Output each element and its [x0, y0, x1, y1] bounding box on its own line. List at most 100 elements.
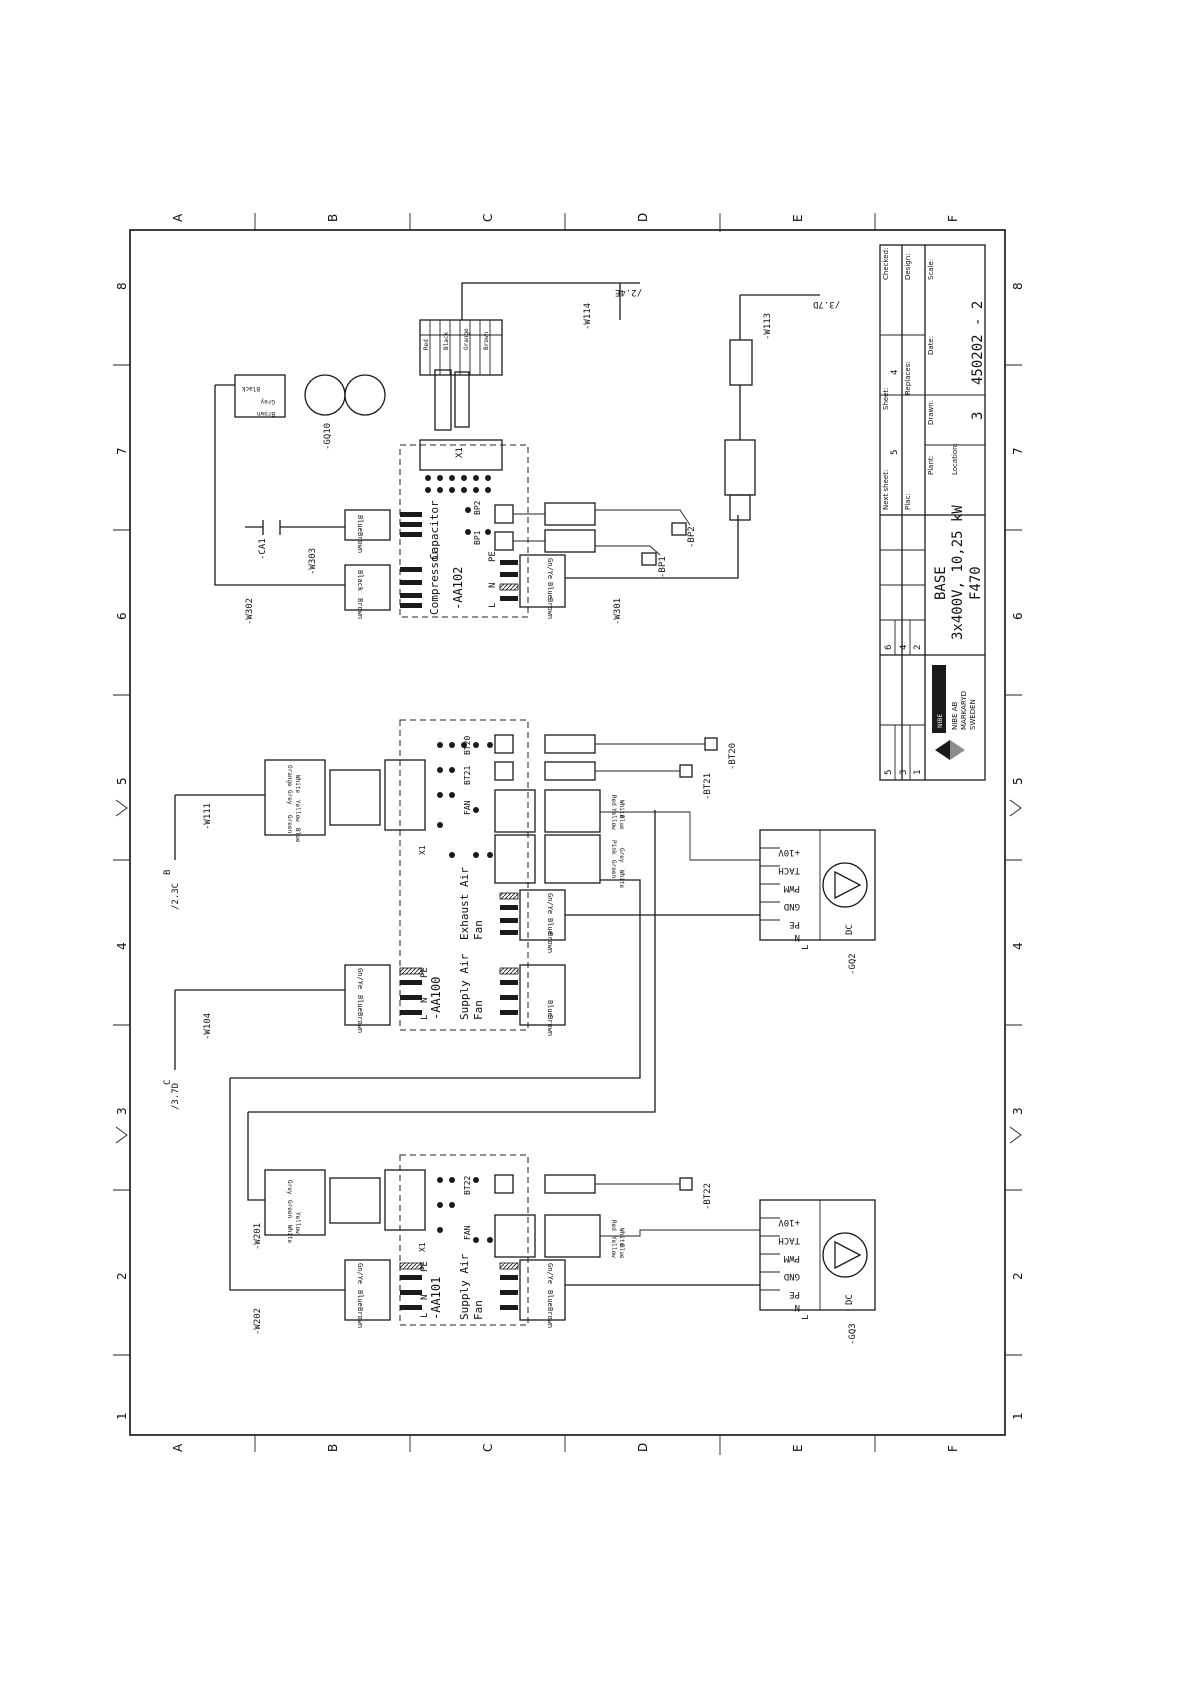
title-block: Checked: Design: Scale: Sheet: Replaces:… [879, 244, 986, 781]
tb-date-label: Date: [927, 336, 935, 355]
aa100-exhaust: Exhaust Air [458, 867, 471, 940]
aa101-fan: FAN [463, 1225, 472, 1240]
aa101-l: L [420, 1313, 430, 1318]
bt20-label: -BT20 [728, 743, 738, 770]
tb-checked-label: Checked: [882, 248, 890, 280]
gq3-pe: PE [789, 1289, 800, 1299]
wire-green-fan1: Green [610, 860, 617, 878]
row-num-6-right: 6 [1011, 612, 1025, 620]
tb-doc-no: 450202 - 2 [970, 301, 986, 385]
wire-green-w201: Green [286, 1200, 293, 1218]
aa101-bt22: BT22 [463, 1176, 472, 1195]
tb-location-label: Location: [951, 443, 959, 475]
gq3-pwm: PWM [783, 1253, 800, 1263]
row-num-7-right: 7 [1011, 447, 1025, 455]
wire-blue-supply: Blue [546, 1000, 554, 1017]
col-letter-a-bottom: A [171, 1443, 185, 1452]
wire-blue-fan3: Blue [618, 1244, 625, 1259]
ref-3-7d: /3.7D [171, 1083, 181, 1110]
aa102-id: -AA102 [451, 567, 465, 610]
gq3-dc: DC [845, 1294, 855, 1305]
svg-text:NIBE: NIBE [937, 714, 944, 728]
wire-white-w201: White [286, 1225, 293, 1243]
row-num-2-right: 2 [1011, 1272, 1025, 1280]
row-num-4-right: 4 [1011, 942, 1025, 950]
col-letter-e-top: E [791, 214, 805, 222]
row-num-8-left: 8 [115, 282, 129, 290]
wire-black-gq10: Black [242, 385, 260, 392]
tb-company: NIBE AB [951, 701, 959, 730]
tb-sheet: 4 [890, 370, 900, 375]
col-letter-f-top: F [946, 215, 960, 222]
gq2-n: N [795, 932, 800, 942]
aa102-pe: PE [488, 551, 498, 562]
tb-scale-label: Scale: [927, 259, 935, 280]
cable-w303: -W303 [308, 548, 318, 575]
wire-grey-w111: Grey [286, 790, 293, 805]
gq3-plus10v: +10V [778, 1217, 800, 1227]
aa101-x1: X1 [418, 1242, 427, 1252]
ca1-label: -CA1 [258, 538, 268, 560]
aa101-pe: PE [420, 1261, 430, 1272]
aa101-supply: Supply Air [458, 1253, 471, 1320]
gq2-pe: PE [789, 919, 800, 929]
cable-w201: -W201 [253, 1223, 263, 1250]
wire-brown-gq10: Brown [257, 410, 275, 417]
aa102-section: X1 Red Black Orange Brown -W114 /2.4E [214, 282, 840, 625]
wire-white-fan3: White [618, 1228, 625, 1246]
gq2-plus10v: +10V [778, 847, 800, 857]
tb-title3: F470 [968, 566, 984, 600]
wire-white-fan1: White [618, 800, 625, 818]
aa100-fan-supply: Fan [472, 1000, 485, 1020]
aa102-n: N [488, 583, 498, 588]
wire-grey-w201: Grey [286, 1180, 293, 1195]
aa100-bt20: BT20 [463, 736, 472, 755]
nibe-logo: NIBE [932, 665, 965, 760]
gq3-n: N [795, 1302, 800, 1312]
aa100-id: -AA100 [429, 977, 443, 1020]
aa100-bt21: BT21 [463, 766, 472, 785]
gq3-gnd: GND [784, 1271, 800, 1281]
ref-3-7d-c: C [163, 1080, 173, 1085]
tb-rev-col-4: 3 [899, 770, 909, 775]
aa100-section: X1 Orange White Grey Yellow Green Blue B… [163, 719, 876, 1113]
aa101-n: N [420, 1295, 430, 1300]
col-letter-c-top: C [481, 214, 495, 222]
aa100-fan: FAN [463, 800, 472, 815]
tb-rev-col-3: 5 [884, 770, 894, 775]
wire-red-x1: Red [423, 339, 430, 350]
wire-gnye-aa101: Gn/Ye [356, 1263, 364, 1284]
wire-red-fan3: Red [610, 1220, 617, 1231]
aa100-pe: PE [420, 967, 430, 978]
tb-city: MARKARYD [960, 691, 968, 730]
cable-w202: -W202 [253, 1308, 263, 1335]
gq10-label: -GQ10 [323, 423, 333, 450]
wire-green-w111: Green [286, 815, 293, 833]
row-num-1-right: 1 [1011, 1412, 1025, 1420]
row-num-6-left: 6 [115, 612, 129, 620]
ref-3-7d-top: /3.7D [813, 299, 840, 309]
tb-sheet-label: Sheet: [882, 387, 890, 410]
gq2-label: -GQ2 [848, 953, 858, 975]
tb-next-sheet: 5 [890, 450, 900, 455]
wire-blue-fan1: Blue [618, 815, 625, 830]
wire-gnye-aa100: Gn/Ye [356, 968, 364, 989]
row-num-8-right: 8 [1011, 282, 1025, 290]
wire-blue-aa102: Blue [546, 582, 554, 599]
tb-rev-col-5: 1 [913, 770, 923, 775]
wire-brown-supply: Brown [546, 1015, 554, 1036]
aa100-l: L [420, 1015, 430, 1020]
row-num-3-right: 3 [1011, 1107, 1025, 1115]
cable-w104: -W104 [203, 1013, 213, 1040]
tb-plac-label: Plac: [904, 493, 912, 510]
cable-w302: -W302 [245, 598, 255, 625]
wire-black-comp: Black [356, 570, 364, 592]
tb-rev: 3 [970, 412, 986, 420]
wire-white-fan2: White [618, 870, 625, 888]
row-num-5-left: 5 [115, 777, 129, 785]
aa101-id: -AA101 [429, 1277, 443, 1320]
wire-brown-x1: Brown [483, 332, 490, 350]
wire-red-fan1: Red [610, 795, 617, 806]
wire-orange-x1: Orange [463, 328, 470, 350]
